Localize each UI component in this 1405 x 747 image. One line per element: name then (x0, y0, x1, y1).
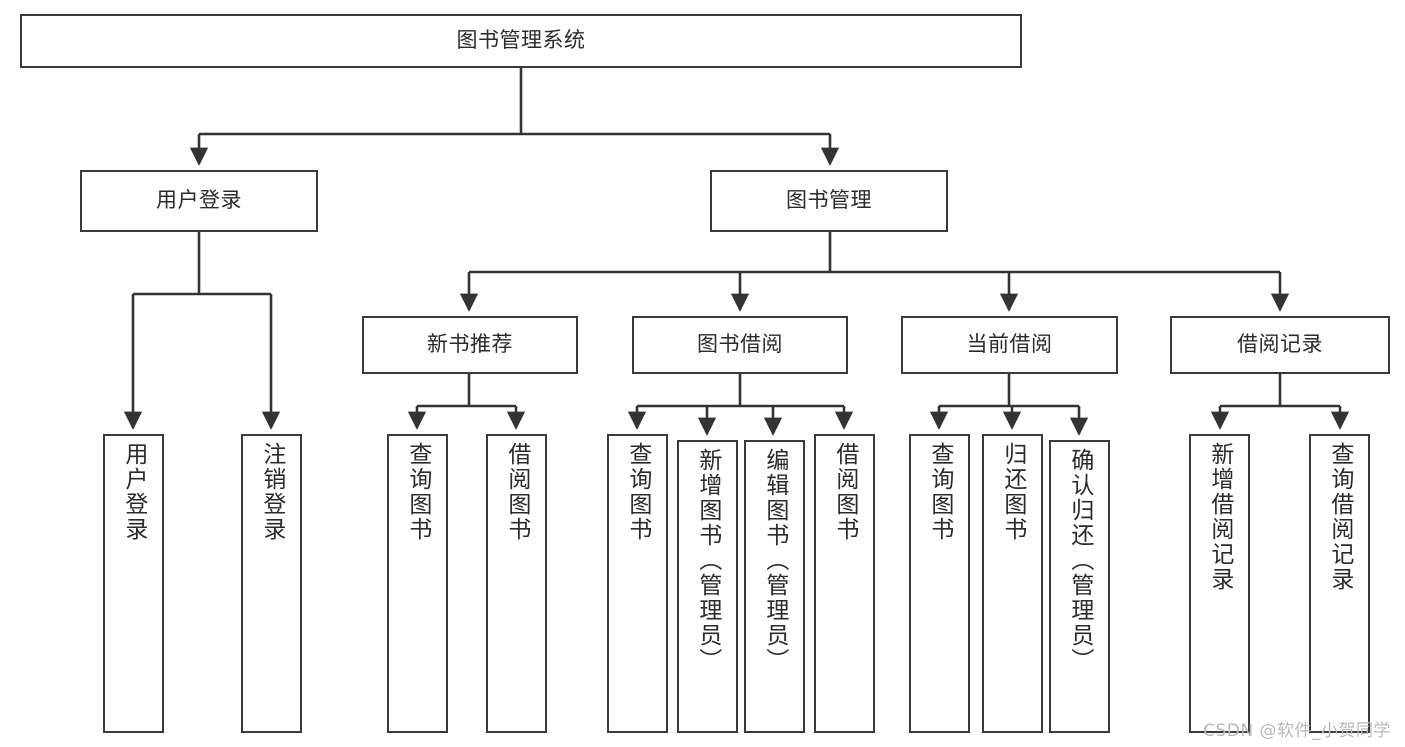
leaf-confirm-return-admin-label: 确认归还（管理员） (1066, 448, 1093, 673)
node-user-login[interactable]: 用户登录 (80, 170, 318, 232)
leaf-add-book-admin[interactable]: 新增图书（管理员） (677, 440, 738, 733)
leaf-query-book-current-label: 查询图书 (926, 442, 953, 542)
node-borrow-record-label: 借阅记录 (1237, 332, 1323, 357)
leaf-logout[interactable]: 注销登录 (241, 434, 302, 733)
leaf-query-book-recommend[interactable]: 查询图书 (387, 434, 448, 733)
leaf-add-borrow-record-label: 新增借阅记录 (1206, 442, 1233, 592)
leaf-logout-label: 注销登录 (258, 442, 285, 542)
leaf-borrow-book-recommend-label: 借阅图书 (503, 442, 530, 542)
leaf-confirm-return-admin[interactable]: 确认归还（管理员） (1049, 440, 1110, 733)
leaf-borrow-book[interactable]: 借阅图书 (814, 434, 875, 733)
node-current-borrow[interactable]: 当前借阅 (901, 316, 1118, 374)
node-new-book-recommend-label: 新书推荐 (427, 332, 513, 357)
node-book-borrow[interactable]: 图书借阅 (632, 316, 848, 374)
node-new-book-recommend[interactable]: 新书推荐 (362, 316, 578, 374)
leaf-query-book-borrow[interactable]: 查询图书 (607, 434, 668, 733)
leaf-user-login-label: 用户登录 (120, 442, 147, 542)
leaf-query-borrow-record-label: 查询借阅记录 (1326, 442, 1353, 592)
leaf-query-borrow-record[interactable]: 查询借阅记录 (1309, 434, 1370, 733)
node-root-label: 图书管理系统 (456, 28, 586, 53)
leaf-borrow-book-label: 借阅图书 (831, 442, 858, 542)
node-root[interactable]: 图书管理系统 (20, 14, 1022, 68)
leaf-query-book-borrow-label: 查询图书 (624, 442, 651, 542)
leaf-query-book-recommend-label: 查询图书 (404, 442, 431, 542)
node-book-management-label: 图书管理 (786, 188, 872, 213)
leaf-edit-book-admin-label: 编辑图书（管理员） (761, 448, 788, 673)
leaf-add-book-admin-label: 新增图书（管理员） (694, 448, 721, 673)
node-borrow-record[interactable]: 借阅记录 (1170, 316, 1390, 374)
leaf-add-borrow-record[interactable]: 新增借阅记录 (1189, 434, 1250, 733)
leaf-user-login[interactable]: 用户登录 (103, 434, 164, 733)
node-book-management[interactable]: 图书管理 (710, 170, 948, 232)
watermark: CSDN @软件_小贺同学 (1203, 721, 1391, 741)
leaf-query-book-current[interactable]: 查询图书 (909, 434, 970, 733)
leaf-return-book[interactable]: 归还图书 (982, 434, 1043, 733)
leaf-edit-book-admin[interactable]: 编辑图书（管理员） (744, 440, 805, 733)
node-user-login-label: 用户登录 (156, 188, 242, 213)
leaf-return-book-label: 归还图书 (999, 442, 1026, 542)
node-current-borrow-label: 当前借阅 (966, 332, 1053, 357)
leaf-borrow-book-recommend[interactable]: 借阅图书 (486, 434, 547, 733)
node-book-borrow-label: 图书借阅 (697, 332, 783, 357)
